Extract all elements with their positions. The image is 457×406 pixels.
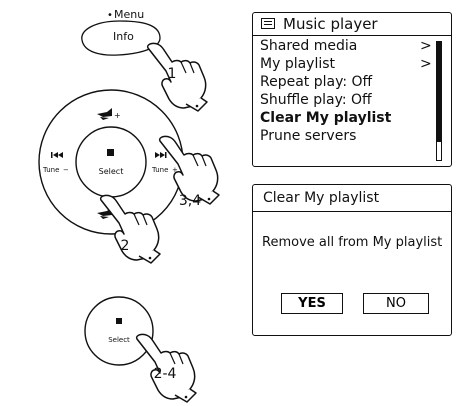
menu-item[interactable]: Repeat play: Off bbox=[260, 73, 430, 91]
menu-label: Menu bbox=[114, 8, 144, 21]
rewind-icon[interactable] bbox=[51, 152, 63, 158]
volume-up-icon[interactable]: + bbox=[97, 108, 121, 120]
step-label-3-4: 3,4 bbox=[179, 193, 201, 209]
menu-title: Music player bbox=[283, 15, 378, 33]
step-label-2: 2 bbox=[121, 238, 130, 254]
stop-icon bbox=[107, 149, 114, 156]
tune-minus-label: Tune bbox=[42, 166, 59, 174]
step-label-1: 1 bbox=[168, 66, 177, 82]
info-button-group: • Menu Info bbox=[81, 8, 161, 56]
select-standalone-label: Select bbox=[108, 336, 130, 344]
svg-text:+: + bbox=[114, 111, 121, 120]
menu-item[interactable]: Shuffle play: Off bbox=[260, 91, 430, 109]
info-button[interactable] bbox=[81, 20, 161, 56]
scrollbar-thumb[interactable] bbox=[437, 42, 441, 143]
select-button[interactable] bbox=[75, 126, 147, 198]
stop-icon-standalone bbox=[116, 318, 122, 324]
tune-plus-label: Tune bbox=[151, 166, 168, 174]
fast-forward-icon[interactable] bbox=[155, 152, 167, 158]
menu-header: Music player bbox=[253, 13, 451, 36]
clear-playlist-dialog: Clear My playlist Remove all from My pla… bbox=[252, 184, 452, 336]
dialog-message: Remove all from My playlist bbox=[262, 235, 443, 250]
tune-minus-sign: − bbox=[63, 166, 69, 174]
menu-bullet: • bbox=[107, 10, 113, 21]
yes-button[interactable]: YES bbox=[281, 293, 343, 314]
dialog-header: Clear My playlist bbox=[253, 185, 451, 212]
dialog-title: Clear My playlist bbox=[263, 190, 380, 206]
select-label: Select bbox=[99, 167, 124, 176]
menu-item[interactable]: Prune servers bbox=[260, 127, 430, 145]
list-icon bbox=[261, 18, 275, 29]
menu-list: Shared media > My playlist > Repeat play: Of… bbox=[260, 37, 432, 145]
tune-plus-sign: + bbox=[172, 166, 178, 174]
submenu-arrow-icon: > bbox=[420, 56, 432, 72]
select-button-standalone-group: Select bbox=[84, 296, 154, 366]
menu-item-label: Shared media bbox=[260, 38, 358, 54]
menu-item[interactable]: My playlist > bbox=[260, 55, 432, 73]
no-button[interactable]: NO bbox=[363, 293, 429, 314]
menu-item[interactable]: Clear My playlist bbox=[260, 109, 430, 127]
menu-item-label: Prune servers bbox=[260, 128, 357, 144]
music-player-screen: Music player Shared media > My playlist > Re… bbox=[252, 12, 452, 167]
hand-icon-1 bbox=[146, 42, 208, 112]
submenu-arrow-icon: > bbox=[420, 38, 432, 54]
menu-item-label: Clear My playlist bbox=[260, 110, 392, 126]
select-button-standalone[interactable] bbox=[84, 296, 154, 366]
scrollbar[interactable] bbox=[436, 41, 442, 161]
menu-item-label: Shuffle play: Off bbox=[260, 92, 372, 108]
info-label: Info bbox=[113, 30, 134, 43]
menu-item-label: Repeat play: Off bbox=[260, 74, 373, 90]
menu-item[interactable]: Shared media > bbox=[260, 37, 432, 55]
menu-item-label: My playlist bbox=[260, 56, 336, 72]
step-label-2-4: 2-4 bbox=[154, 366, 177, 382]
